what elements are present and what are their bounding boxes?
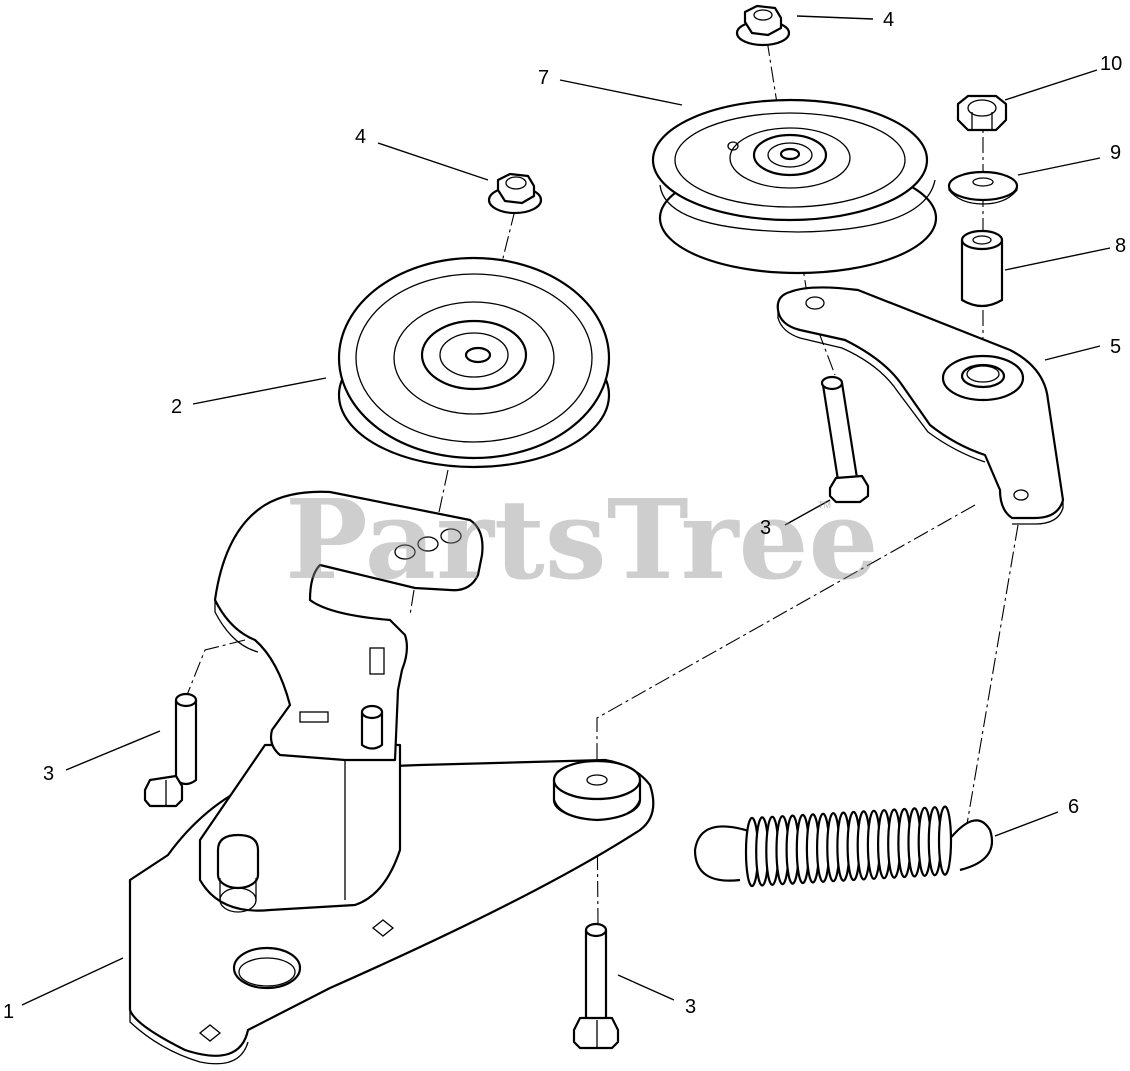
spacer bbox=[960, 229, 1004, 308]
callout-6: 6 bbox=[1068, 796, 1079, 818]
callout-2: 2 bbox=[171, 396, 182, 418]
watermark: PartsTree TM bbox=[285, 475, 879, 604]
pulley-left bbox=[337, 256, 611, 469]
pivot-washer bbox=[552, 759, 642, 822]
pulley-right bbox=[651, 98, 938, 275]
washer bbox=[947, 170, 1019, 205]
bolt-bottom bbox=[572, 922, 620, 1050]
callout-9: 9 bbox=[1110, 142, 1121, 164]
bolt-right bbox=[820, 375, 870, 504]
flange-nut-right bbox=[735, 4, 791, 47]
extension-spring bbox=[693, 805, 994, 888]
watermark-trademark: TM bbox=[818, 500, 831, 510]
callout-3-middle: 3 bbox=[760, 517, 771, 539]
spring-coil bbox=[937, 805, 953, 876]
callouts: 1 2 3 3 3 4 4 5 6 7 8 9 10 bbox=[3, 9, 1126, 1023]
callout-5: 5 bbox=[1110, 336, 1121, 358]
callout-3-bottom: 3 bbox=[685, 996, 696, 1018]
callout-8: 8 bbox=[1115, 235, 1126, 257]
callout-4-left: 4 bbox=[355, 126, 366, 148]
bracket-web bbox=[198, 743, 402, 913]
callout-7: 7 bbox=[538, 67, 549, 89]
callout-10: 10 bbox=[1100, 53, 1122, 75]
flange-nut-left bbox=[487, 172, 543, 215]
leader-lines bbox=[21, 15, 1111, 1006]
callout-1: 1 bbox=[3, 1001, 14, 1023]
callout-3-left: 3 bbox=[43, 763, 54, 785]
watermark-text: PartsTree bbox=[285, 475, 879, 604]
bolt-left bbox=[143, 692, 198, 808]
idler-arm-left bbox=[213, 490, 484, 762]
hex-nut bbox=[956, 94, 1008, 132]
idler-arm-right bbox=[776, 286, 1065, 525]
callout-4-right: 4 bbox=[883, 9, 894, 31]
